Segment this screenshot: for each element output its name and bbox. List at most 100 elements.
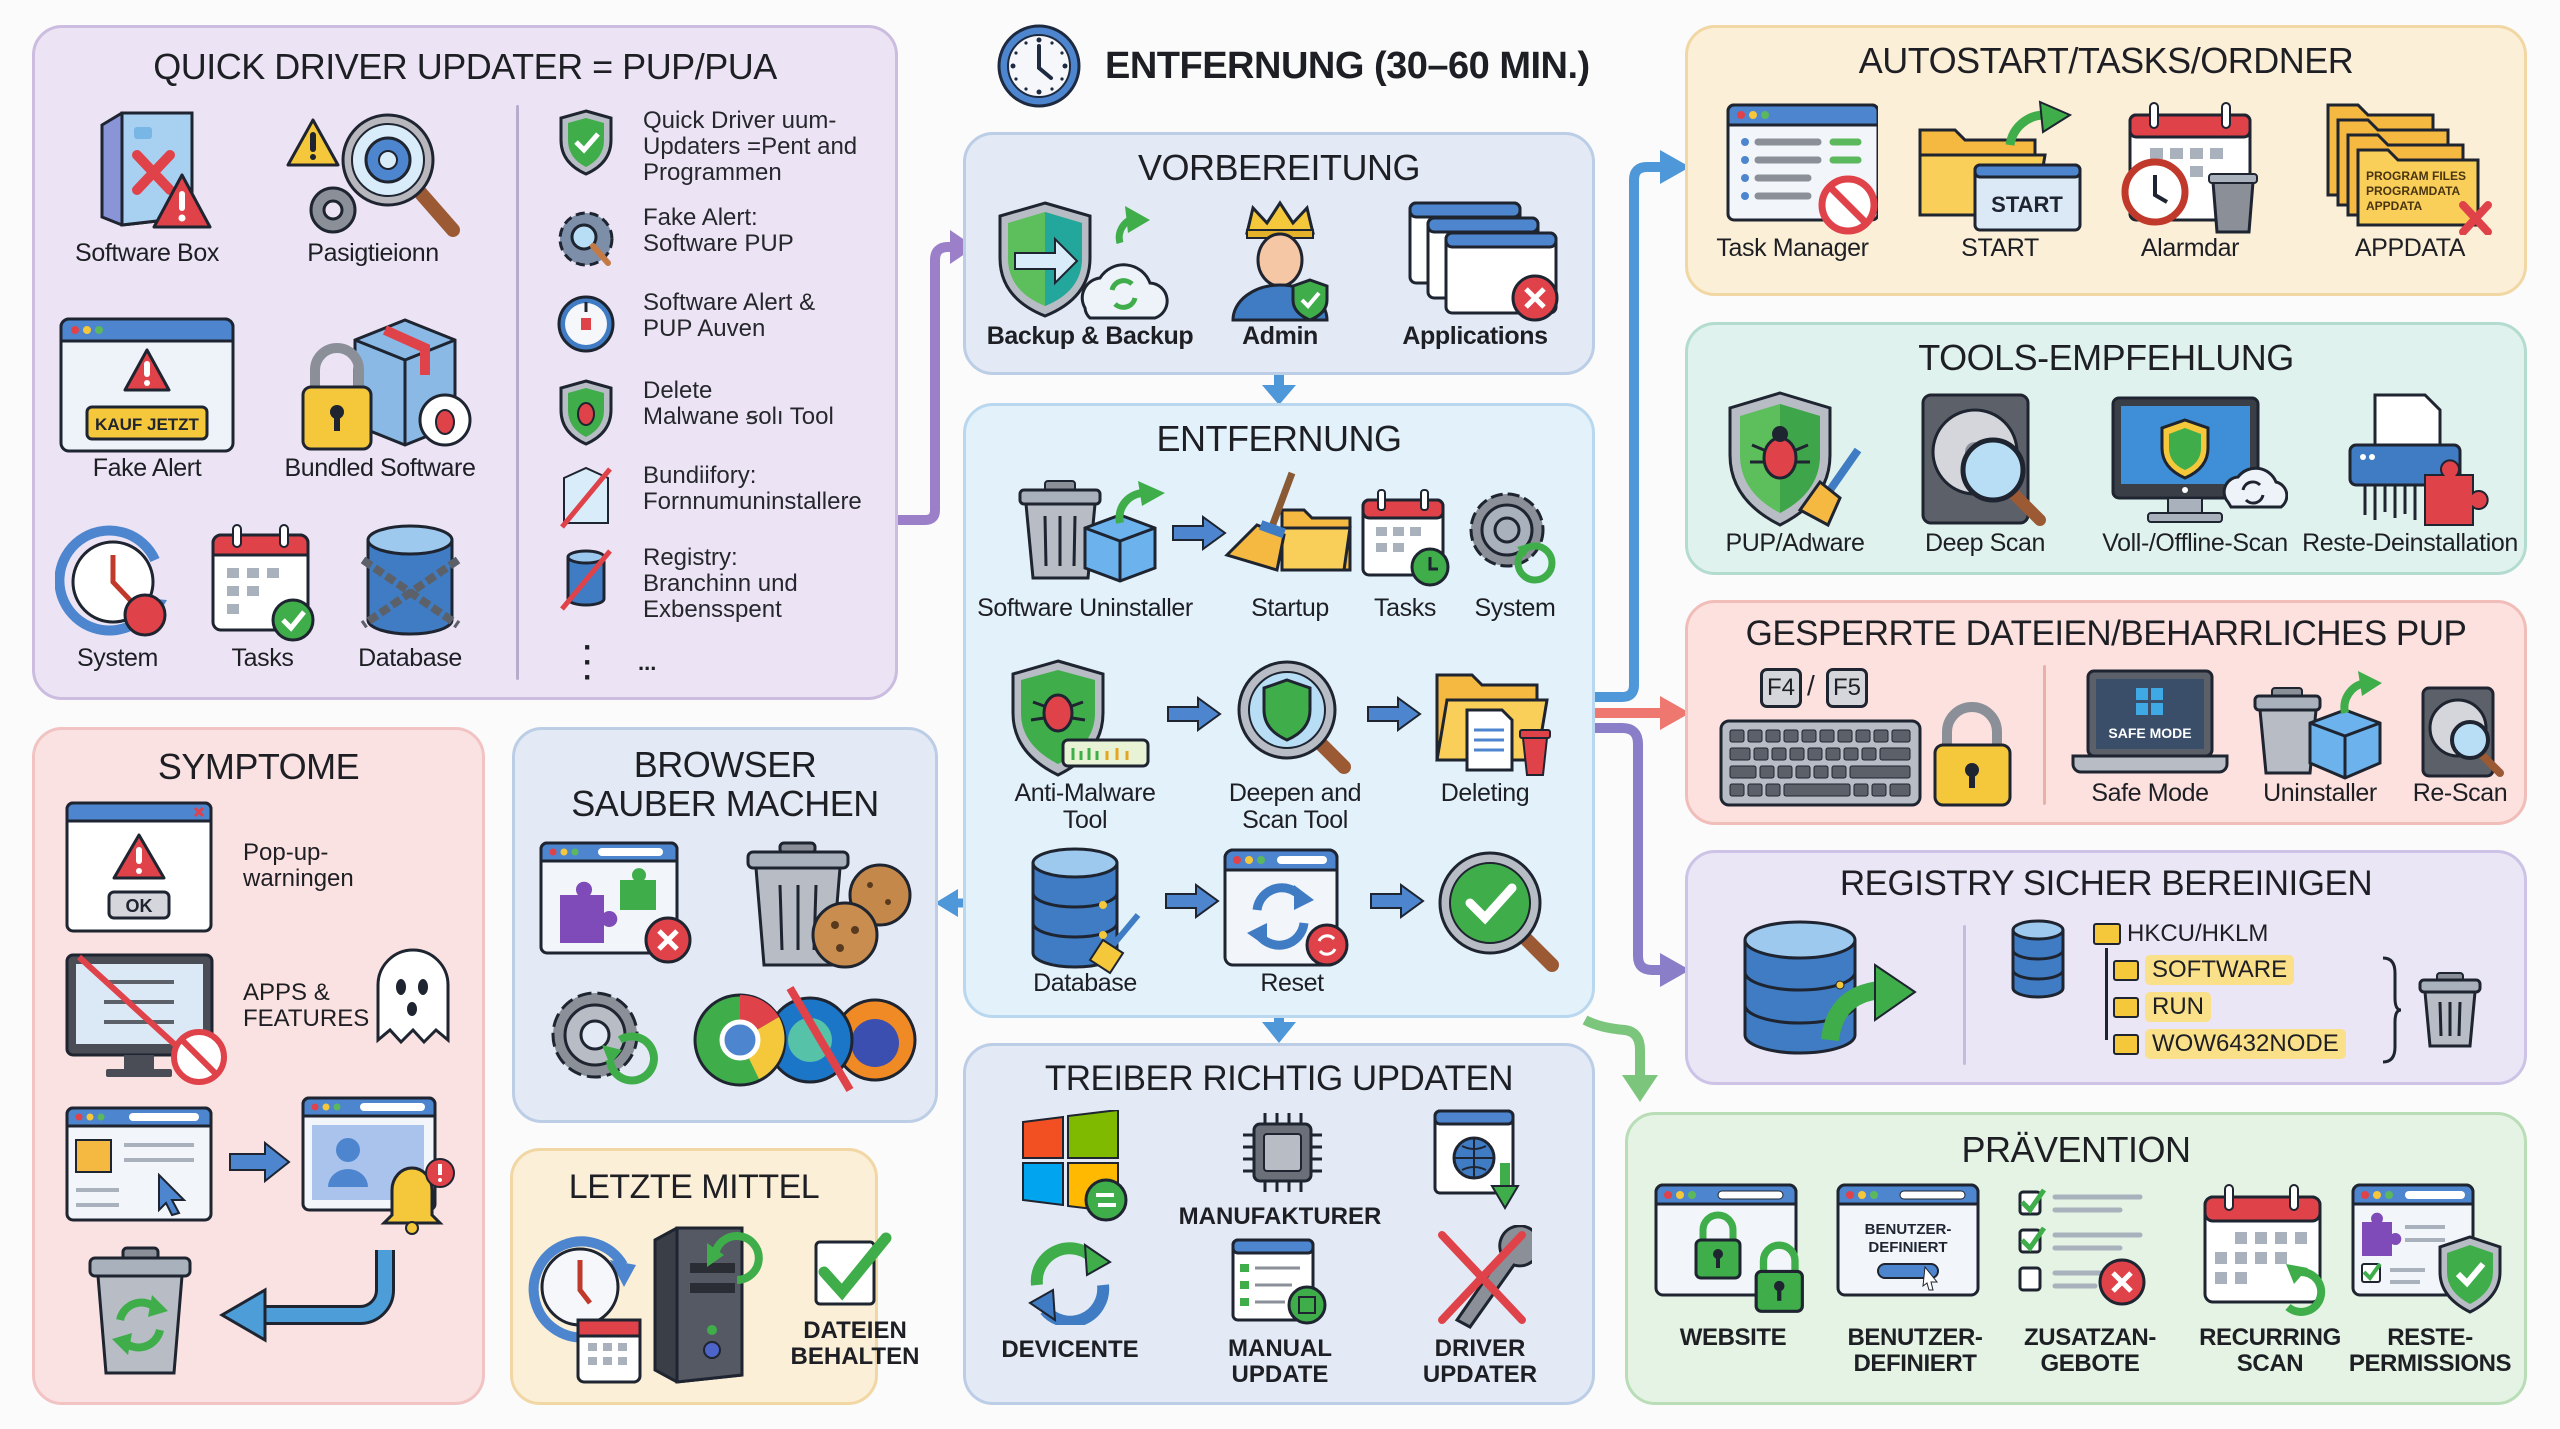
arrowhead-praevention — [1622, 1075, 1658, 1102]
pup-icon-label: Pasigtieionn — [307, 239, 439, 267]
return-arrow-icon — [219, 1250, 395, 1343]
registry-key-item[interactable]: SOFTWARE — [2113, 955, 2346, 985]
tools-item-pup-adware: PUP/Adware — [1710, 390, 1880, 558]
registry-trash-icon — [2418, 972, 2482, 1048]
devicente-sync-icon — [1028, 1242, 1112, 1325]
vorb-item-backup: Backup & Backup — [985, 198, 1195, 351]
popup-warning-window-icon: OK — [65, 801, 213, 933]
autostart-item-label: Alarmdar — [2140, 234, 2240, 262]
treiber-label-driver-updater: DRIVER UPDATER — [1422, 1335, 1538, 1389]
entf-label-system: System — [1474, 594, 1556, 622]
website-lock-icon — [1654, 1183, 1804, 1313]
registry-key-item[interactable]: RUN — [2113, 992, 2346, 1022]
symptome-title: SYMPTOME — [157, 746, 360, 787]
entf-icon-wrap — [1432, 845, 1562, 980]
chained-database-icon — [360, 524, 460, 636]
checklist-reject-icon — [2018, 1188, 2146, 1306]
deep-scan-magnifier-icon — [1237, 660, 1351, 774]
gesperrt-item-rescan: Re-Scan — [2405, 668, 2515, 808]
calendar-check-icon — [211, 524, 315, 642]
verify-check-magnifier-icon — [1438, 851, 1559, 972]
shredder-puzzle-icon — [2348, 393, 2489, 526]
tools-title: TOOLS-EMPFEHLUNG — [1918, 337, 2294, 378]
letzte-mittel-title: LETZTE MITTEL — [568, 1168, 820, 1206]
folder-icon — [2113, 1033, 2139, 1055]
fake-alert-window-icon: KAUF JETZT — [59, 317, 235, 453]
pup-list-item: Software Alert &PUP Auven — [555, 290, 815, 360]
web-download-icon — [1433, 1109, 1520, 1210]
key-f5[interactable]: F5 — [1826, 668, 1868, 708]
pup-list-text: Bundiifory:Fornnumuninstallere — [643, 462, 862, 515]
bundled-box-lock-icon — [301, 318, 472, 451]
more-dots: ··· — [583, 631, 593, 694]
autostart-item-appdata: PROGRAM FILES PROGRAMDATA APPDATA APPDAT… — [2315, 100, 2505, 263]
flow-arrow-icon — [1172, 515, 1227, 551]
tools-item-label: Reste-Deinstallation — [2302, 529, 2518, 557]
tools-item-deep-scan: Deep Scan — [1910, 390, 2060, 558]
padlock-icon — [1933, 702, 2012, 807]
entf-icon-wrap — [1003, 658, 1153, 783]
gesperrt-divider — [2043, 665, 2046, 805]
entf-icon-wrap — [1222, 845, 1352, 980]
registry-root[interactable]: HKCU/HKLM — [2093, 920, 2346, 948]
autostart-title: AUTOSTART/TASKS/ORDNER — [1858, 40, 2354, 81]
svg-text:DEFINIERT: DEFINIERT — [1868, 1239, 1947, 1256]
arrow-entf-to-registry — [1595, 723, 1665, 975]
settings-reset-icon — [551, 991, 658, 1085]
arrow-entf-to-autostart — [1595, 162, 1665, 702]
registry-tree: HKCU/HKLM SOFTWARE RUN WOW6432NODE — [2093, 920, 2346, 1059]
praevention-item-label: WEBSITE — [1679, 1324, 1787, 1351]
admin-crown-icon — [1231, 200, 1329, 322]
entf-icon-wrap — [1465, 485, 1560, 595]
praevention-item-label: ZUSATZAN- GEBOTE — [2024, 1324, 2156, 1378]
praevention-title: PRÄVENTION — [1961, 1129, 2191, 1170]
key-f4[interactable]: F4 — [1760, 668, 1802, 708]
gesperrt-item-safe-mode: SAFE MODE Safe Mode — [2070, 668, 2230, 808]
entf-label-reset: Reset — [1260, 969, 1324, 997]
backup-shield-cloud-icon — [998, 201, 1169, 320]
pup-divider — [516, 105, 519, 680]
treiber-label-manual-update: MANUAL UPDATE — [1228, 1335, 1332, 1389]
monitor-blocked-apps-icon — [65, 953, 227, 1085]
keep-files-label: DATEIEN BEHALTEN — [790, 1317, 920, 1371]
pup-panel-title: QUICK DRIVER UPDATER = PUP/PUA — [153, 46, 777, 87]
safe-mode-screen-text: SAFE MODE — [2108, 725, 2191, 741]
tasks-calendar-clock-icon — [1361, 489, 1450, 587]
pup-icon-label: Fake Alert — [92, 454, 202, 482]
software-box-warning-icon — [100, 111, 212, 229]
main-title: ENTFERNUNG (30–60 MIN.) — [995, 22, 1590, 110]
recurring-scan-calendar-icon — [2203, 1184, 2326, 1316]
vorbereitung-title: VORBEREITUNG — [1137, 147, 1421, 188]
praevention-item: ZUSATZAN- GEBOTE — [2005, 1182, 2175, 1378]
pup-icon-pasigtieionn: Pasigtieionn — [268, 105, 478, 268]
compass-bug-icon — [557, 295, 615, 353]
crossed-box-icon — [560, 466, 612, 529]
entf-icon-wrap — [1222, 470, 1352, 580]
kauf-jetzt-badge: KAUF JETZT — [95, 415, 200, 434]
registry-key-item[interactable]: WOW6432NODE — [2113, 1029, 2346, 1059]
appdata-folders-icon: PROGRAM FILES PROGRAMDATA APPDATA — [2326, 103, 2492, 235]
gear-magnifier-warning-icon — [286, 113, 460, 237]
pup-list-text: Fake Alert:Software PUP — [643, 204, 794, 257]
folder-icon — [2113, 959, 2139, 981]
autostart-item-task-manager: Task Manager — [1700, 100, 1885, 263]
arrowhead-down-blue-2 — [1262, 1022, 1296, 1043]
vorb-item-label: Backup & Backup — [986, 322, 1194, 350]
popup-warning-label: Pop-up- warningen — [243, 839, 354, 893]
treiber-label-manufakturer: MANUFAKTURER — [1178, 1203, 1382, 1230]
tools-item-reste-deinstallation: Reste-Deinstallation — [2300, 390, 2520, 558]
entf-label-uninstaller: Software Uninstaller — [977, 594, 1193, 622]
shield-check-icon — [559, 109, 613, 176]
more-ellipsis: ... — [638, 650, 657, 675]
clock-calendar-restore-icon — [528, 1236, 642, 1384]
autostart-item-start: START START — [1915, 100, 2085, 263]
recycle-bin-icon — [88, 1246, 192, 1375]
registry-key-label: SOFTWARE — [2145, 955, 2295, 985]
svg-text:BENUTZER-: BENUTZER- — [1865, 1221, 1952, 1238]
gear-search-icon — [558, 211, 614, 267]
apps-features-label: APPS & FEATURES — [243, 979, 370, 1033]
